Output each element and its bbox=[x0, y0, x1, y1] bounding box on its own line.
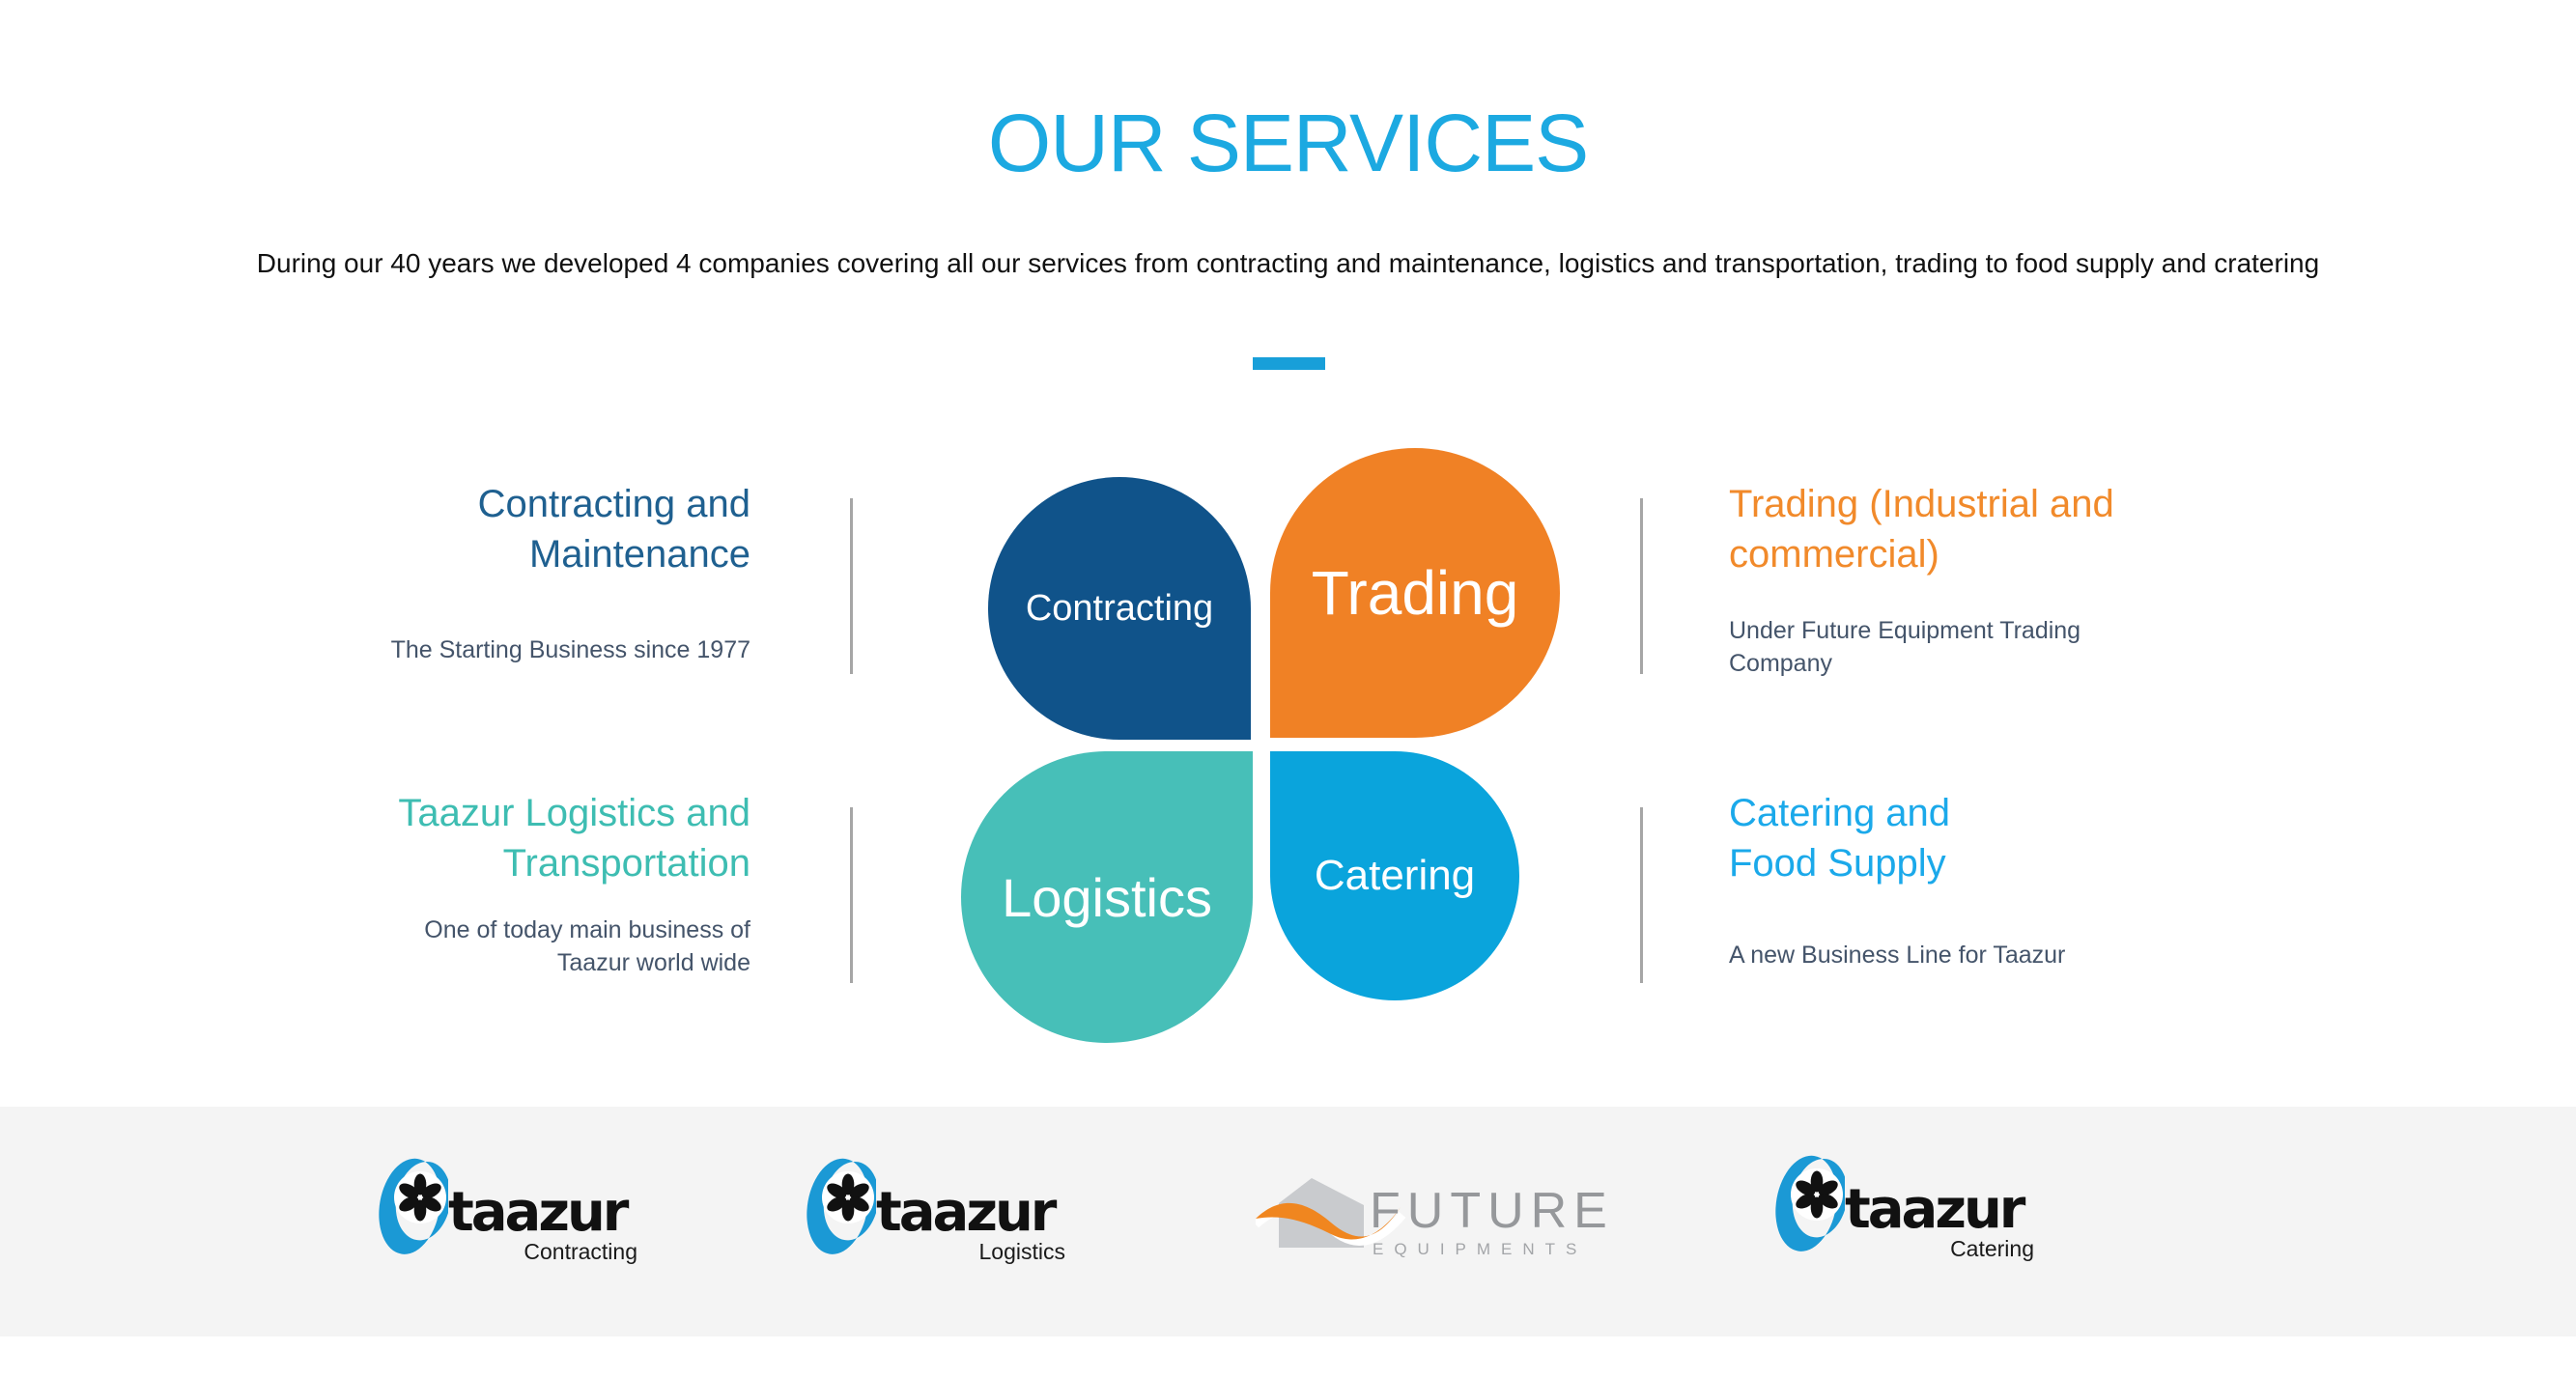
logistics-subtext: One of today main business of Taazur wor… bbox=[364, 914, 750, 979]
petal-logistics-label: Logistics bbox=[1002, 866, 1212, 928]
future-house-swoosh-icon bbox=[1256, 1178, 1406, 1248]
trading-heading-line2: commercial) bbox=[1729, 533, 1939, 576]
divider-trading bbox=[1640, 498, 1643, 674]
catering-subtext-line1: A new Business Line for Taazur bbox=[1729, 942, 2066, 969]
contracting-heading-line2: Maintenance bbox=[528, 533, 750, 576]
taazur-division-label: Contracting bbox=[524, 1239, 637, 1264]
services-clover-diagram: Contracting Trading Logistics Catering bbox=[956, 442, 1574, 1060]
trading-subtext-line2: Company bbox=[1729, 650, 1832, 677]
taazur-flower-icon bbox=[379, 1158, 448, 1254]
trading-subtext-line1: Under Future Equipment Trading bbox=[1729, 617, 2081, 644]
logistics-subtext-line1: One of today main business of bbox=[424, 916, 750, 943]
taazur-flower-icon bbox=[807, 1158, 876, 1254]
petal-logistics: Logistics bbox=[961, 751, 1253, 1043]
divider-logistics bbox=[850, 807, 853, 983]
service-block-contracting: Contracting and Maintenance The Starting… bbox=[364, 479, 750, 666]
page-subtitle: During our 40 years we developed 4 compa… bbox=[256, 248, 2320, 278]
contracting-subtext: The Starting Business since 1977 bbox=[364, 633, 750, 666]
contracting-heading-line1: Contracting and bbox=[477, 483, 750, 525]
page-title: OUR SERVICES bbox=[987, 98, 1589, 188]
petal-contracting-label: Contracting bbox=[1025, 587, 1214, 629]
taazur-wordmark: taazur bbox=[1845, 1178, 2025, 1241]
logistics-heading-line1: Taazur Logistics and bbox=[398, 792, 750, 834]
logo-taazur-catering: taazur Catering bbox=[1775, 1154, 2034, 1284]
logo-taazur-logistics: taazur Logistics bbox=[807, 1157, 1065, 1287]
petal-contracting: Contracting bbox=[988, 477, 1251, 740]
trading-subtext: Under Future Equipment Trading Company bbox=[1729, 614, 2183, 680]
catering-heading: Catering and Food Supply bbox=[1729, 788, 2183, 888]
service-block-catering: Catering and Food Supply A new Business … bbox=[1729, 788, 2183, 971]
service-block-trading: Trading (Industrial and commercial) Unde… bbox=[1729, 479, 2183, 680]
divider-contracting bbox=[850, 498, 853, 674]
taazur-flower-icon bbox=[1775, 1155, 1845, 1251]
taazur-division-label: Catering bbox=[1950, 1236, 2034, 1261]
catering-heading-line2: Food Supply bbox=[1729, 842, 1946, 885]
catering-subtext: A new Business Line for Taazur bbox=[1729, 939, 2183, 971]
trading-heading-line1: Trading (Industrial and bbox=[1729, 483, 2114, 525]
petal-trading-label: Trading bbox=[1311, 558, 1519, 628]
service-block-logistics: Taazur Logistics and Transportation One … bbox=[364, 788, 750, 979]
trading-heading: Trading (Industrial and commercial) bbox=[1729, 479, 2183, 579]
logo-future-equipments: FUTURE EQUIPMENTS bbox=[1256, 1170, 1607, 1267]
petal-catering: Catering bbox=[1270, 751, 1519, 1000]
taazur-division-label: Logistics bbox=[978, 1239, 1065, 1264]
divider-catering bbox=[1640, 807, 1643, 983]
petal-catering-label: Catering bbox=[1314, 852, 1476, 899]
contracting-subtext-line1: The Starting Business since 1977 bbox=[390, 636, 750, 663]
logistics-heading: Taazur Logistics and Transportation bbox=[364, 788, 750, 888]
taazur-wordmark: taazur bbox=[448, 1181, 629, 1244]
logistics-subtext-line2: Taazur world wide bbox=[556, 949, 750, 976]
future-division-label: EQUIPMENTS bbox=[1373, 1240, 1588, 1258]
petal-trading: Trading bbox=[1270, 448, 1560, 738]
catering-heading-line1: Catering and bbox=[1729, 792, 1951, 834]
taazur-wordmark: taazur bbox=[876, 1181, 1057, 1244]
title-accent-bar bbox=[1253, 357, 1325, 370]
logistics-heading-line2: Transportation bbox=[502, 842, 750, 885]
contracting-heading: Contracting and Maintenance bbox=[364, 479, 750, 579]
future-wordmark: FUTURE bbox=[1370, 1183, 1614, 1239]
logo-taazur-contracting: taazur Contracting bbox=[379, 1157, 637, 1287]
